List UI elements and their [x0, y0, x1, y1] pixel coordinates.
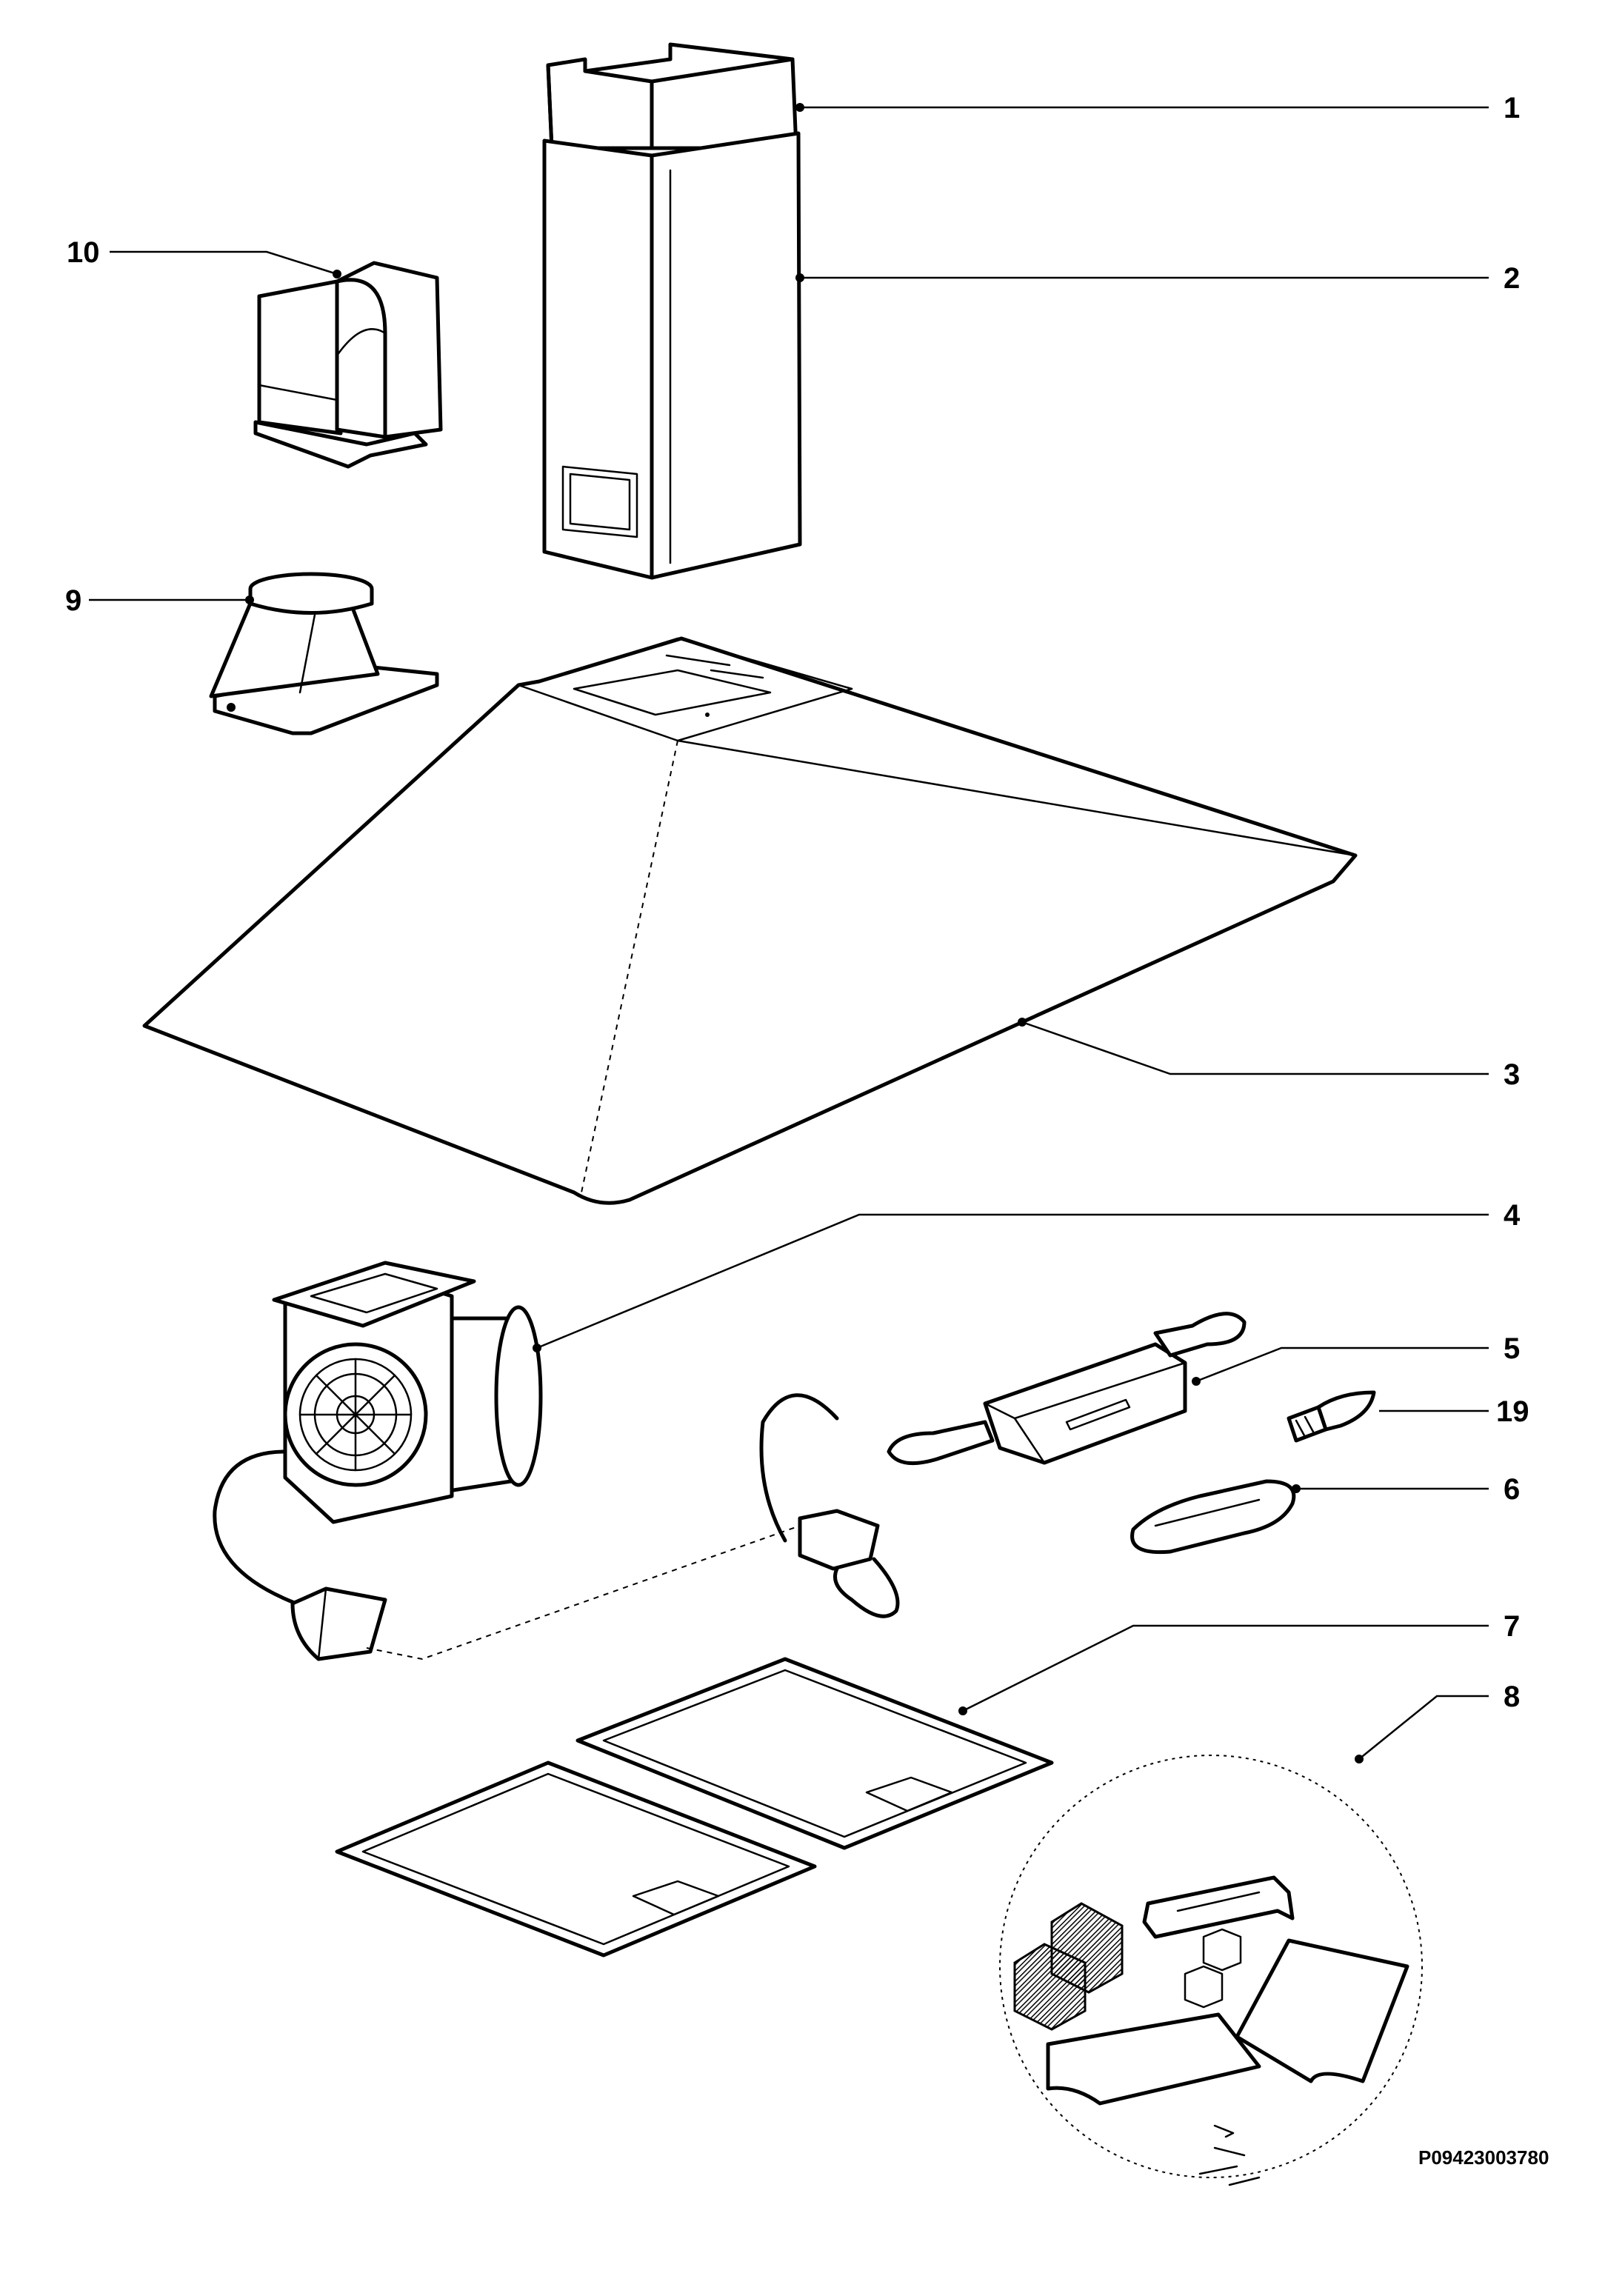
callout-label-9: 9 [65, 584, 81, 617]
callout-10: 10 [67, 236, 341, 278]
part-6-lamp-cover [1130, 1479, 1296, 1555]
callout-6: 6 [1292, 1473, 1520, 1506]
callout-8: 8 [1355, 1681, 1520, 1763]
callout-label-3: 3 [1504, 1058, 1520, 1091]
callout-label-8: 8 [1504, 1681, 1520, 1713]
callout-label-5: 5 [1504, 1332, 1520, 1365]
callout-9: 9 [65, 584, 254, 617]
callout-5: 5 [1192, 1332, 1520, 1386]
callout-label-2: 2 [1504, 262, 1520, 295]
callout-19: 19 [1379, 1395, 1529, 1428]
callout-label-7: 7 [1504, 1610, 1520, 1643]
callout-label-4: 4 [1504, 1199, 1521, 1232]
callout-3: 3 [1018, 1018, 1520, 1091]
part-2-lower-chimney [542, 131, 802, 580]
part-10-deflector [253, 261, 443, 469]
cable-connection-dashed [366, 1525, 801, 1661]
callout-1: 1 [795, 92, 1520, 124]
part-3-hood-canopy [142, 636, 1358, 1205]
part-1-upper-chimney [546, 42, 798, 150]
part-9-duct-adaptor [209, 572, 439, 735]
part-19-bulb [1287, 1390, 1376, 1443]
reference-code: P09423003780 [1418, 2146, 1549, 2169]
callout-label-6: 6 [1504, 1473, 1520, 1506]
callout-4: 4 [533, 1199, 1521, 1352]
part-4-motor-fan-unit [213, 1261, 543, 1661]
callout-2: 2 [795, 262, 1520, 295]
part-8-accessory-kit [999, 1755, 1423, 2186]
callout-7: 7 [958, 1610, 1520, 1715]
callout-label-1: 1 [1504, 92, 1520, 124]
part-5-lamp-holder-bar [759, 1312, 1247, 1618]
callout-label-19: 19 [1496, 1395, 1529, 1428]
part-7-grease-filters [335, 1657, 1054, 1958]
callout-label-10: 10 [67, 236, 100, 269]
